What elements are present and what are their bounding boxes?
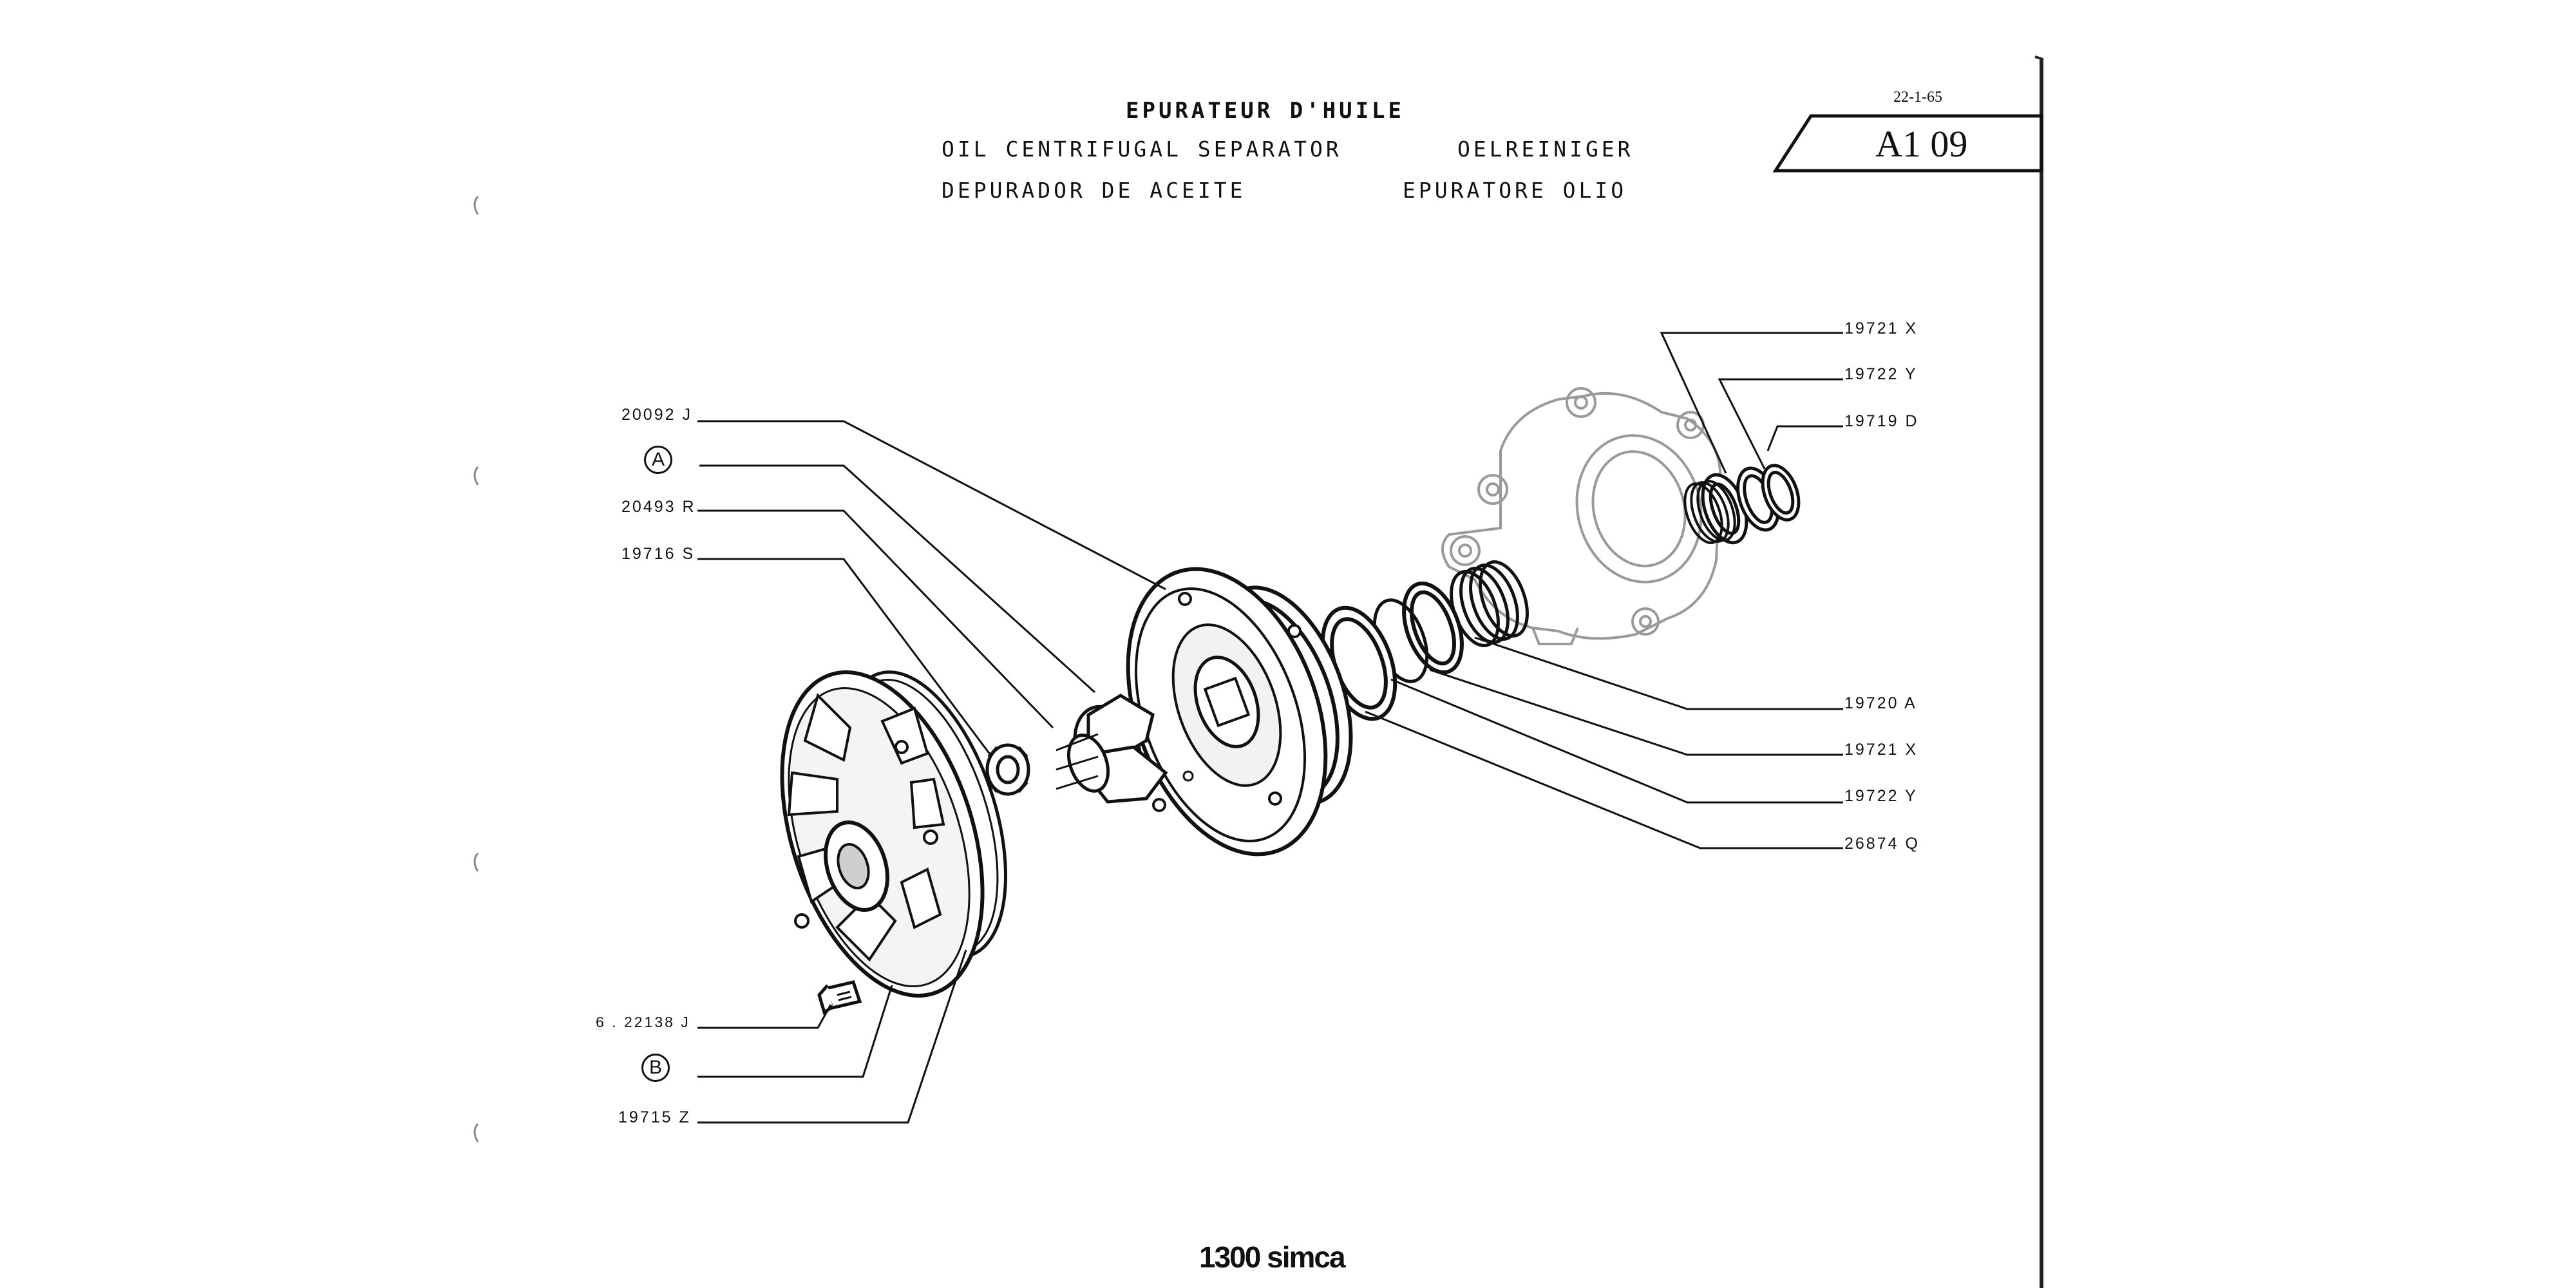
binder-mark	[473, 853, 479, 872]
callout-label: 20092 J	[621, 406, 692, 424]
brand-logo: 1300 simca	[1199, 1240, 1346, 1274]
nut-19716	[985, 743, 1030, 796]
engine-housing	[1441, 387, 1722, 645]
plate-number: A1 09	[1875, 123, 1968, 165]
callout-label: 19715 Z	[618, 1108, 691, 1126]
callout-label: 20493 R	[621, 498, 696, 516]
spring-right	[1683, 480, 1736, 544]
seal-stack-right	[1701, 464, 1801, 545]
callout-label: 19722 Y	[1844, 365, 1918, 383]
callout-label: 19719 D	[1844, 412, 1919, 430]
leader-lines	[697, 332, 1843, 1124]
callout-label: 19721 X	[1844, 319, 1918, 337]
callout-label: 19716 S	[621, 545, 696, 563]
title-french: EPURATEUR D'HUILE	[1126, 98, 1405, 124]
binder-mark	[473, 1123, 479, 1142]
callout-label: 19722 Y	[1844, 787, 1918, 805]
plate-box	[1772, 114, 2043, 173]
binder-mark	[473, 466, 479, 486]
title-spanish: DEPURADOR DE ACEITE	[942, 178, 1246, 203]
finned-bowl	[780, 670, 985, 998]
circled-ref-a: A	[644, 446, 672, 474]
callout-label: 26874 Q	[1844, 835, 1920, 853]
lip-seal-26874	[1320, 605, 1397, 721]
rotor-impeller	[1056, 694, 1168, 804]
circled-ref-b: B	[641, 1054, 670, 1082]
callout-label: 19721 X	[1844, 741, 1918, 759]
callout-label: 6 . 22138 J	[596, 1014, 690, 1030]
separator-cover	[1126, 567, 1353, 857]
issue-date: 22-1-65	[1893, 89, 1942, 106]
title-english: OIL CENTRIFUGAL SEPARATOR	[942, 137, 1342, 162]
seal-ring-middle	[1402, 581, 1464, 675]
bolt-22138	[817, 980, 862, 1016]
binder-mark	[473, 196, 479, 215]
title-italian: EPURATORE OLIO	[1403, 178, 1627, 203]
title-german: OELREINIGER	[1457, 137, 1634, 162]
callout-label: 19720 A	[1844, 694, 1917, 712]
